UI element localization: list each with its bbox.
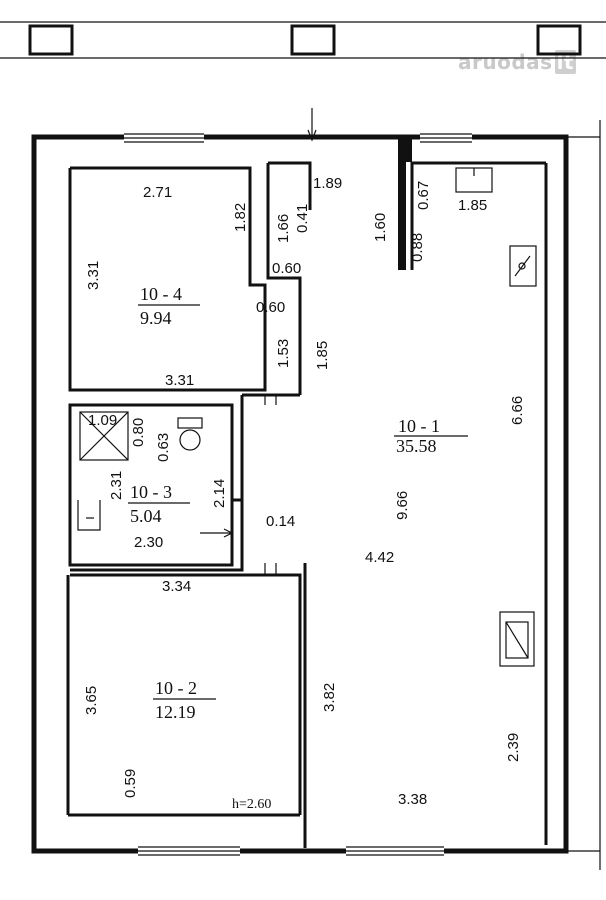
dim-corr-1-53: 1.53: [275, 339, 292, 368]
dim-corr-0-41: 0.41: [294, 204, 311, 233]
watermark-tld: lt: [554, 50, 576, 74]
dim-r2-0-59: 0.59: [122, 769, 139, 798]
dim-corr-0-88: 0.88: [409, 233, 426, 262]
dim-r4-left: 3.31: [85, 261, 102, 290]
dim-corr-1-89: 1.89: [313, 175, 342, 192]
room-id-10-2: 10 - 2: [155, 678, 197, 698]
dim-r1-2-39: 2.39: [505, 733, 522, 762]
dim-corr-0-60-a: 0.60: [272, 260, 301, 277]
room-10-4: 10 - 4 9.94: [138, 284, 200, 328]
fixtures: [77, 108, 537, 667]
dim-r1-bottom: 3.38: [398, 791, 427, 808]
dim-corr-0-60-b: 0.60: [256, 299, 285, 316]
dim-corr-1-85-top: 1.85: [458, 197, 487, 214]
room-labels: 10 - 4 9.94 10 - 1 35.58 10 - 3 5.04 10 …: [128, 284, 468, 722]
dim-r1-right: 6.66: [509, 396, 526, 425]
dim-r3-1-09: 1.09: [88, 412, 117, 429]
dim-r3-2-14: 2.14: [211, 479, 228, 508]
room-area-10-2: 12.19: [155, 702, 196, 722]
room-area-10-4: 9.94: [140, 308, 172, 328]
dim-r3-2-30: 2.30: [134, 534, 163, 551]
room-area-10-1: 35.58: [396, 436, 437, 456]
windows: [124, 133, 472, 856]
dim-corr-1-66: 1.66: [275, 214, 292, 243]
dim-r3-2-31: 2.31: [108, 471, 125, 500]
dim-r2-left: 3.65: [83, 686, 100, 715]
dim-corr-0-67: 0.67: [415, 181, 432, 210]
dim-corr-1-85: 1.85: [314, 341, 331, 370]
room-id-10-3: 10 - 3: [130, 482, 172, 502]
room-10-2: 10 - 2 12.19: [153, 678, 216, 722]
dim-r3-0-63: 0.63: [155, 433, 172, 462]
ceiling-height-note: h=2.60: [232, 797, 271, 812]
inner-walls: [66, 138, 548, 848]
dim-r4-top: 2.71: [143, 184, 172, 201]
room-10-3: 10 - 3 5.04: [128, 482, 190, 526]
dim-r2-top: 3.34: [162, 578, 191, 595]
room-area-10-3: 5.04: [130, 506, 162, 526]
dim-r1-0-14: 0.14: [266, 513, 295, 530]
watermark-name: aruodas: [458, 50, 553, 74]
room-id-10-1: 10 - 1: [398, 416, 440, 436]
room-id-10-4: 10 - 4: [140, 284, 182, 304]
dim-corr-1-60: 1.60: [372, 213, 389, 242]
dim-r4-right: 1.82: [232, 203, 249, 232]
dimension-labels: 2.71 1.82 3.31 3.31 1.66 0.41 1.89 1.60 …: [83, 175, 526, 808]
dim-r1-diag: 9.66: [394, 491, 411, 520]
dim-r3-0-80: 0.80: [130, 418, 147, 447]
outer-walls: [31, 120, 601, 870]
top-strip: [0, 21, 606, 59]
dim-r1-width: 4.42: [365, 549, 394, 566]
dim-r4-bottom: 3.31: [165, 372, 194, 389]
room-10-1: 10 - 1 35.58: [394, 416, 468, 456]
dim-r2-right: 3.82: [321, 683, 338, 712]
